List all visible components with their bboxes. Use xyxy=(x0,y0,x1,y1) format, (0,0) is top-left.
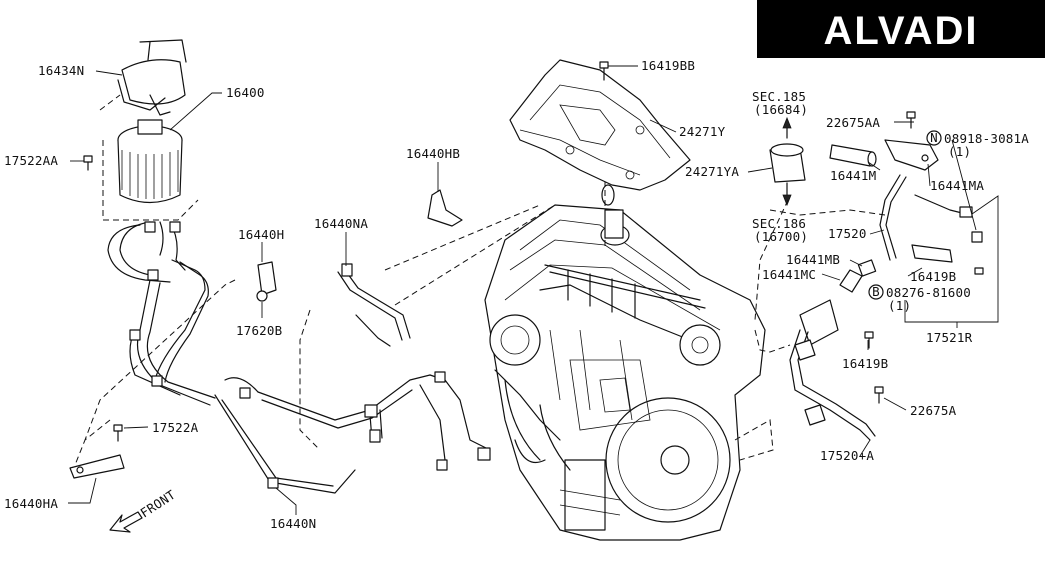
label-16400: 16400 xyxy=(226,85,265,100)
bolt-b-part: 08276-81600 xyxy=(886,285,971,300)
label-16440h: 16440H xyxy=(238,227,284,242)
flywheel xyxy=(605,397,731,523)
label-17520a: 17520+A xyxy=(820,448,874,463)
part-labels: 16434N 16400 17522AA 16440HB 16440H 1644… xyxy=(4,58,984,531)
label-16419bb: 16419BB xyxy=(641,58,695,73)
arrow-down-icon xyxy=(782,194,792,207)
bracket-16441ma xyxy=(884,139,939,171)
label-16441ma: 16441MA xyxy=(930,178,984,193)
brand-name: ALVADI xyxy=(824,9,979,53)
front-arrow-icon xyxy=(109,511,143,533)
pipe-17520a xyxy=(789,299,876,441)
filter-guide xyxy=(102,140,199,221)
pipe-16440na xyxy=(337,263,411,347)
fuel-pump-24271ya xyxy=(769,124,806,201)
sec-186-code: (16700) xyxy=(754,229,808,244)
label-16441mb: 16441MB xyxy=(786,252,840,267)
label-22675a: 22675A xyxy=(910,403,957,418)
label-24271y: 24271Y xyxy=(679,124,726,139)
bolt-16419b-upper xyxy=(974,267,984,275)
circled-b-symbol: B xyxy=(872,284,880,299)
label-22675aa: 22675AA xyxy=(826,115,880,130)
label-17522aa: 17522AA xyxy=(4,153,58,168)
bracket-16440hb xyxy=(427,189,463,227)
label-16441m: 16441M xyxy=(830,168,876,183)
label-16434n: 16434N xyxy=(38,63,84,78)
bolt-17522aa xyxy=(83,155,93,171)
leader-lines xyxy=(68,65,999,515)
label-16441mc: 16441MC xyxy=(762,267,816,282)
brand-logo: ALVADI xyxy=(757,0,1045,58)
section-refs: SEC.185 (16684) SEC.186 (16700) xyxy=(752,89,808,244)
label-17620b: 17620B xyxy=(236,323,282,338)
fuel-hose-set xyxy=(107,221,491,494)
bolt-n-part: 08918-3081A xyxy=(944,131,1029,146)
turbocharger xyxy=(489,314,561,461)
label-17520: 17520 xyxy=(828,226,867,241)
label-16419b-upper: 16419B xyxy=(910,269,956,284)
sec-185-label: SEC.185 xyxy=(752,89,806,104)
sec-185-code: (16684) xyxy=(754,102,808,117)
bolt-22675aa xyxy=(906,111,916,129)
clamp-16441mb xyxy=(857,259,877,277)
engine-block xyxy=(484,184,766,541)
bolt-n-qty: (1) xyxy=(948,144,971,159)
hose-clips xyxy=(129,221,491,489)
label-16440na: 16440NA xyxy=(314,216,368,231)
bracket-16440h xyxy=(256,261,277,302)
label-24271ya: 24271YA xyxy=(685,164,739,179)
bolt-16419bb xyxy=(599,61,609,81)
bolt-ref-b: B 08276-81600 (1) xyxy=(868,284,971,313)
front-label: FRONT xyxy=(137,487,178,521)
label-17521r: 17521R xyxy=(926,330,973,345)
bolt-b-qty: (1) xyxy=(888,298,911,313)
label-16440n: 16440N xyxy=(270,516,316,531)
pipe-17520 xyxy=(879,174,983,261)
bolt-22675a xyxy=(874,386,884,404)
hose-16441mc xyxy=(839,269,863,293)
label-17522a: 17522A xyxy=(152,420,199,435)
bracket-17521r xyxy=(911,244,953,263)
clamp-16440ha xyxy=(69,454,125,479)
bolt-ref-n: N 08918-3081A (1) xyxy=(926,130,1029,159)
bolt-16419b-lower xyxy=(864,331,874,349)
label-16419b-lower: 16419B xyxy=(842,356,888,371)
sec-186-label: SEC.186 xyxy=(752,216,806,231)
front-indicator: FRONT xyxy=(109,487,178,533)
fuel-filter-bracket xyxy=(117,39,187,116)
circled-n-symbol: N xyxy=(930,130,938,145)
bolt-17522a xyxy=(113,424,123,442)
label-16440ha: 16440HA xyxy=(4,496,58,511)
engine-cover xyxy=(509,59,691,191)
alternator xyxy=(679,324,721,366)
arrow-up-icon xyxy=(782,116,792,129)
injector-rail xyxy=(544,264,706,319)
hose-16441m xyxy=(829,144,877,167)
label-16440hb: 16440HB xyxy=(406,146,460,161)
fuel-filter-body xyxy=(117,119,183,204)
